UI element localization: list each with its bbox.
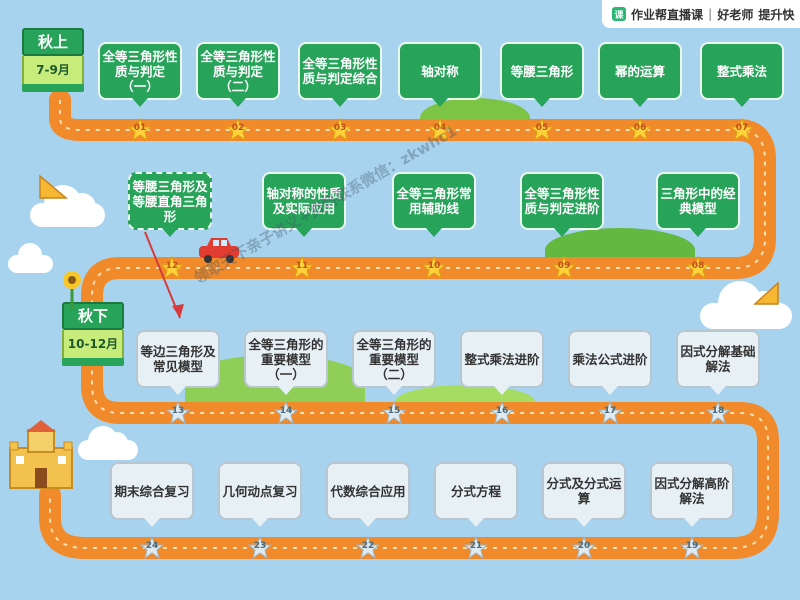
cloud-decoration xyxy=(78,426,138,460)
lesson-number: 23 xyxy=(253,541,267,551)
lesson-marker-12: 12 xyxy=(159,255,185,280)
lesson-card-13[interactable]: 等边三角形及常见模型 xyxy=(136,330,220,395)
lesson-marker-04: 04 xyxy=(427,117,453,142)
semester-base xyxy=(62,358,124,366)
lesson-card-10[interactable]: 全等三角形常用辅助线 xyxy=(392,172,476,237)
lesson-number: 04 xyxy=(433,123,447,133)
lesson-card-18[interactable]: 因式分解基础解法 xyxy=(676,330,760,395)
lesson-card-06[interactable]: 幂的运算 xyxy=(598,42,682,107)
lesson-marker-15: 15 xyxy=(381,400,407,425)
car-icon xyxy=(199,238,239,263)
brand-separator: | xyxy=(708,7,713,21)
lesson-card-24[interactable]: 期末综合复习 xyxy=(110,462,194,527)
lesson-marker-22: 22 xyxy=(355,535,381,560)
lesson-number: 02 xyxy=(231,123,245,133)
cloud-decoration xyxy=(8,243,53,273)
lesson-number: 13 xyxy=(171,406,185,416)
lesson-card-08[interactable]: 三角形中的经典模型 xyxy=(656,172,740,237)
lesson-marker-09: 09 xyxy=(551,255,577,280)
triangle-ruler-icon xyxy=(39,174,69,199)
lesson-number: 16 xyxy=(495,406,509,416)
lesson-number: 21 xyxy=(469,541,483,551)
lesson-number: 15 xyxy=(387,406,401,416)
lesson-marker-06: 06 xyxy=(627,117,653,142)
lesson-card-19[interactable]: 因式分解高阶解法 xyxy=(650,462,734,527)
lesson-card-03[interactable]: 全等三角形性质与判定综合 xyxy=(298,42,382,107)
castle-icon xyxy=(9,420,73,489)
semester-range: 7-9月 xyxy=(22,56,84,86)
lesson-number: 22 xyxy=(361,541,375,551)
lesson-card-15[interactable]: 全等三角形的重要模型（二） xyxy=(352,330,436,395)
brand-teacher: 好老师 xyxy=(717,7,754,22)
lesson-marker-11: 11 xyxy=(289,255,315,280)
lesson-card-11[interactable]: 轴对称的性质及实际应用 xyxy=(262,172,346,237)
brand-logo-icon: 课 xyxy=(612,7,626,21)
lesson-number: 14 xyxy=(279,406,293,416)
lesson-marker-13: 13 xyxy=(165,400,191,425)
semester-range: 10-12月 xyxy=(62,330,124,360)
lesson-number: 09 xyxy=(557,261,571,271)
lesson-marker-19: 19 xyxy=(679,535,705,560)
lesson-marker-16: 16 xyxy=(489,400,515,425)
lesson-card-20[interactable]: 分式及分式运算 xyxy=(542,462,626,527)
lesson-marker-10: 10 xyxy=(421,255,447,280)
triangle-ruler-icon xyxy=(753,281,779,305)
lesson-card-12[interactable]: 等腰三角形及等腰直角三角形 xyxy=(128,172,212,237)
lesson-card-05[interactable]: 等腰三角形 xyxy=(500,42,584,107)
lesson-number: 18 xyxy=(711,406,725,416)
sunflower-icon xyxy=(63,271,81,310)
lesson-marker-03: 03 xyxy=(327,117,353,142)
lesson-marker-21: 21 xyxy=(463,535,489,560)
road-center-line xyxy=(49,100,769,549)
lesson-marker-08: 08 xyxy=(685,255,711,280)
lesson-marker-05: 05 xyxy=(529,117,555,142)
lesson-number: 10 xyxy=(427,261,441,271)
lesson-marker-07: 07 xyxy=(729,117,755,142)
lesson-number: 01 xyxy=(133,123,147,133)
semester-marker-autumn-1: 秋上 7-9月 xyxy=(22,28,84,92)
lesson-number: 07 xyxy=(735,123,749,133)
lesson-card-17[interactable]: 乘法公式进阶 xyxy=(568,330,652,395)
lesson-card-14[interactable]: 全等三角形的重要模型（一） xyxy=(244,330,328,395)
lesson-number: 19 xyxy=(685,541,699,551)
lesson-card-09[interactable]: 全等三角形性质与判定进阶 xyxy=(520,172,604,237)
lesson-number: 03 xyxy=(333,123,347,133)
lesson-card-04[interactable]: 轴对称 xyxy=(398,42,482,107)
lesson-card-02[interactable]: 全等三角形性质与判定（二） xyxy=(196,42,280,107)
lesson-marker-23: 23 xyxy=(247,535,273,560)
lesson-marker-24: 24 xyxy=(139,535,165,560)
lesson-marker-17: 17 xyxy=(597,400,623,425)
semester-label: 秋上 xyxy=(22,28,84,56)
lesson-number: 17 xyxy=(603,406,617,416)
lesson-number: 20 xyxy=(577,541,591,551)
brand-name: 作业帮直播课 xyxy=(631,7,704,22)
lesson-card-07[interactable]: 整式乘法 xyxy=(700,42,784,107)
semester-base xyxy=(22,84,84,92)
lesson-number: 24 xyxy=(145,541,159,551)
lesson-card-22[interactable]: 代数综合应用 xyxy=(326,462,410,527)
lesson-number: 08 xyxy=(691,261,705,271)
lesson-marker-02: 02 xyxy=(225,117,251,142)
brand-slogan: 提升快 xyxy=(758,7,795,22)
brand-bar: 课 作业帮直播课 | 好老师 提升快 xyxy=(602,0,800,28)
lesson-card-21[interactable]: 分式方程 xyxy=(434,462,518,527)
lesson-number: 06 xyxy=(633,123,647,133)
lesson-number: 12 xyxy=(165,261,179,271)
lesson-marker-20: 20 xyxy=(571,535,597,560)
lesson-number: 11 xyxy=(295,261,309,271)
lesson-marker-18: 18 xyxy=(705,400,731,425)
lesson-card-01[interactable]: 全等三角形性质与判定（一） xyxy=(98,42,182,107)
semester-label: 秋下 xyxy=(62,302,124,330)
lesson-number: 05 xyxy=(535,123,549,133)
lesson-card-16[interactable]: 整式乘法进阶 xyxy=(460,330,544,395)
lesson-card-23[interactable]: 几何动点复习 xyxy=(218,462,302,527)
semester-marker-autumn-2: 秋下 10-12月 xyxy=(62,302,124,366)
lesson-marker-14: 14 xyxy=(273,400,299,425)
lesson-marker-01: 01 xyxy=(127,117,153,142)
